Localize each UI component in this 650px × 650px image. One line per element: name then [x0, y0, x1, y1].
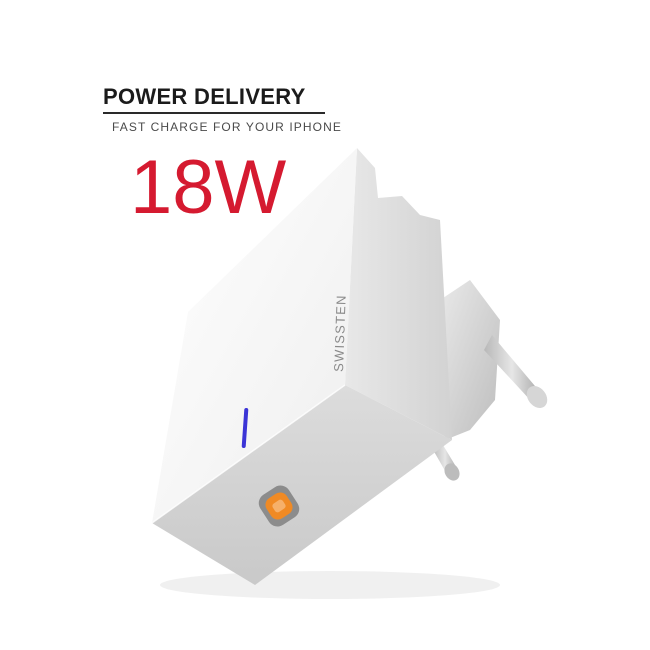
- edge-highlight: [151, 384, 346, 524]
- charger-front-face: [152, 385, 452, 585]
- subheadline: FAST CHARGE FOR YOUR IPHONE: [112, 120, 342, 134]
- charger-top-face: [152, 148, 357, 523]
- headline-power-delivery: POWER DELIVERY: [103, 84, 306, 109]
- usb-c-port: [258, 485, 300, 527]
- plug-body: [440, 280, 500, 440]
- charger-side-face: [345, 148, 452, 440]
- led-indicator: [241, 408, 249, 448]
- drop-shadow: [160, 571, 500, 599]
- wattage-label: 18W: [130, 145, 287, 230]
- plug-pin-upper: [484, 335, 548, 408]
- brand-logo-text: SWISSTEN: [331, 294, 349, 372]
- headline-underline: [103, 112, 325, 114]
